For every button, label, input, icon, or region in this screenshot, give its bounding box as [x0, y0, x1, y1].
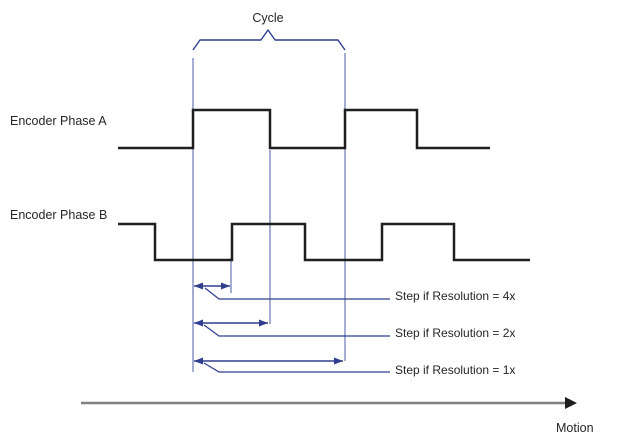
cycle-brace: [192, 29, 346, 51]
phase-a-waveform: [118, 108, 490, 150]
step-1x-leader-line: [203, 362, 390, 373]
encoder-phase-a-label: Encoder Phase A: [10, 114, 107, 128]
phase-b-waveform: [118, 222, 530, 262]
step-1x-label: Step if Resolution = 1x: [395, 363, 515, 377]
step-2x-leader-line: [203, 324, 390, 337]
encoder-phase-b-label: Encoder Phase B: [10, 208, 107, 222]
cycle-label: Cycle: [252, 11, 283, 25]
step-2x-label: Step if Resolution = 2x: [395, 326, 515, 340]
step-4x-label: Step if Resolution = 4x: [395, 289, 515, 303]
motion-label: Motion: [556, 421, 594, 435]
motion-arrowhead-icon: [565, 397, 577, 409]
step-4x-leader-line: [204, 287, 390, 300]
